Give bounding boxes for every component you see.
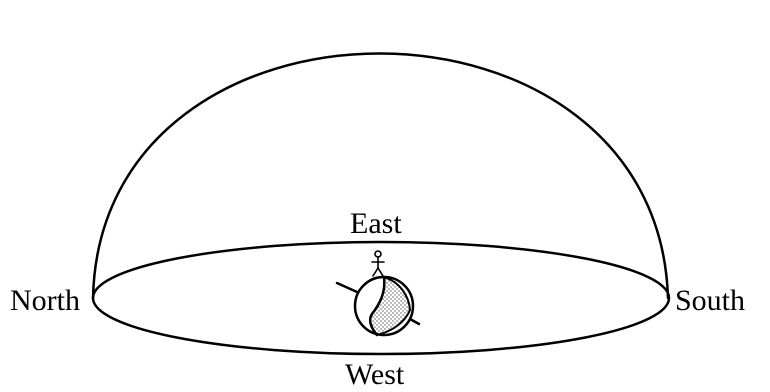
earth-globe-icon — [337, 277, 419, 335]
label-west: West — [345, 358, 405, 391]
observer-stick-figure-icon — [372, 251, 384, 276]
earth-axis-north — [337, 283, 357, 292]
earth-axis-south — [410, 319, 419, 324]
label-south: South — [675, 284, 745, 317]
label-east: East — [350, 207, 402, 240]
label-north: North — [10, 284, 80, 317]
